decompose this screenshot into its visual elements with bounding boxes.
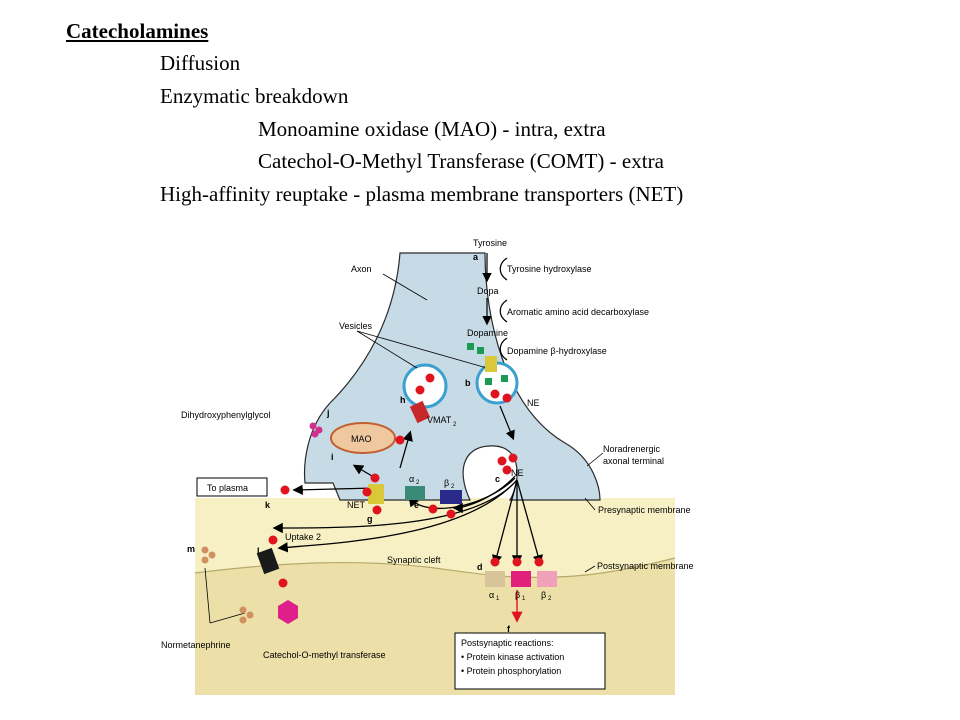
beta2-pre-receptor [440, 490, 462, 504]
label-h: h [400, 395, 406, 405]
bullet-enzymatic-breakdown: Enzymatic breakdown [160, 84, 349, 108]
mao-mitochondrion [330, 422, 396, 454]
arrow-enzyme-1 [499, 257, 508, 281]
label-e: e [414, 500, 419, 510]
label-ne-release: NE [511, 468, 524, 478]
label-dopa: Dopa [477, 286, 499, 296]
ne-dots [268, 373, 544, 588]
label-to-plasma: To plasma [207, 483, 248, 493]
label-noradrenergic-1: Noradrenergic [603, 444, 661, 454]
label-normetanephrine: Normetanephrine [161, 640, 231, 650]
label-presynaptic-membrane: Presynaptic membrane [598, 505, 691, 515]
label-vmat-sub: 2 [453, 422, 457, 428]
label-d: d [477, 562, 483, 572]
bullet-comt: Catechol-O-Methyl Transferase (COMT) - e… [258, 149, 664, 173]
label-mao: MAO [351, 434, 372, 444]
dihydroxyphenylglycol-molecules [309, 422, 323, 438]
to-plasma-box [196, 477, 268, 497]
label-post-reactions-title: Postsynaptic reactions: [461, 638, 554, 648]
label-uptake2: Uptake 2 [285, 532, 321, 542]
vesicle-left [402, 363, 448, 409]
label-i: i [331, 452, 334, 462]
synapse-diagram: Tyrosine a Tyrosine hydroxylase Dopa Aro… [161, 238, 694, 695]
label-tyrosine-hydroxylase: Tyrosine hydroxylase [507, 264, 592, 274]
beta2-post-receptor [537, 571, 557, 587]
label-j: j [326, 408, 330, 418]
label-tyrosine: Tyrosine [473, 238, 507, 248]
label-c: c [495, 474, 500, 484]
axon-terminal [303, 252, 601, 501]
net-transporter [368, 484, 384, 504]
arrow-enzyme-3 [499, 337, 508, 361]
bullet-mao: Monoamine oxidase (MAO) - intra, extra [258, 117, 606, 141]
label-beta2-post-sub: 2 [548, 596, 552, 602]
postsynaptic-membrane-line [194, 557, 676, 579]
alpha2-receptor [405, 486, 425, 500]
label-k: k [265, 500, 271, 510]
label-axon: Axon [351, 264, 372, 274]
label-vesicles: Vesicles [339, 321, 373, 331]
vmat-transporter [409, 400, 431, 424]
label-beta2-pre-sub: 2 [451, 484, 455, 490]
alpha1-receptor [485, 571, 505, 587]
label-dopamine: Dopamine [467, 328, 508, 338]
dbh-transporter [485, 356, 497, 372]
label-noradrenergic-2: axonal terminal [603, 456, 664, 466]
uptake2-transporter [256, 547, 280, 575]
label-beta2-post: β [541, 590, 546, 600]
comt-enzyme [278, 600, 298, 624]
label-synaptic-cleft: Synaptic cleft [387, 555, 441, 565]
arrow-vesicle-release [499, 405, 515, 441]
bullet-reuptake: High-affinity reuptake - plasma membrane… [160, 182, 684, 206]
label-a: a [473, 252, 479, 262]
label-post-reactions-2: • Protein phosphorylation [461, 666, 561, 676]
normetanephrine-molecules [201, 546, 254, 624]
label-g: g [367, 514, 373, 524]
postsynaptic-reactions-box [454, 632, 606, 690]
label-f: f [507, 624, 511, 634]
dopamine-squares [467, 343, 508, 385]
pointer-lines [204, 273, 604, 624]
beta1-receptor [511, 571, 531, 587]
label-postsynaptic-membrane: Postsynaptic membrane [597, 561, 694, 571]
arrow-enzyme-2 [499, 299, 508, 323]
label-alpha2-sub: 2 [416, 480, 420, 486]
label-alpha1: α [489, 590, 494, 600]
label-beta2-pre: β [444, 478, 449, 488]
label-b: b [465, 378, 471, 388]
bullet-diffusion: Diffusion [160, 51, 241, 75]
label-ne-vesicle: NE [527, 398, 540, 408]
release-arrows [272, 430, 543, 566]
label-beta1-sub: 1 [522, 596, 526, 602]
label-net: NET [347, 500, 366, 510]
label-dbh: Dopamine β-hydroxylase [507, 346, 607, 356]
label-beta1: β [515, 590, 520, 600]
label-post-reactions-1: • Protein kinase activation [461, 652, 564, 662]
label-aadc: Aromatic amino acid decarboxylase [507, 307, 649, 317]
diagram-labels: Tyrosine a Tyrosine hydroxylase Dopa Aro… [161, 238, 694, 676]
label-alpha2: α [409, 474, 414, 484]
label-l: l [257, 546, 260, 556]
slide-title: Catecholamines [66, 19, 209, 43]
label-vmat: VMAT [427, 415, 452, 425]
label-dihydroxyphenylglycol: Dihydroxyphenylglycol [181, 410, 271, 420]
label-m: m [187, 544, 195, 554]
label-comt: Catechol-O-methyl transferase [263, 650, 386, 660]
label-alpha1-sub: 1 [496, 596, 500, 602]
